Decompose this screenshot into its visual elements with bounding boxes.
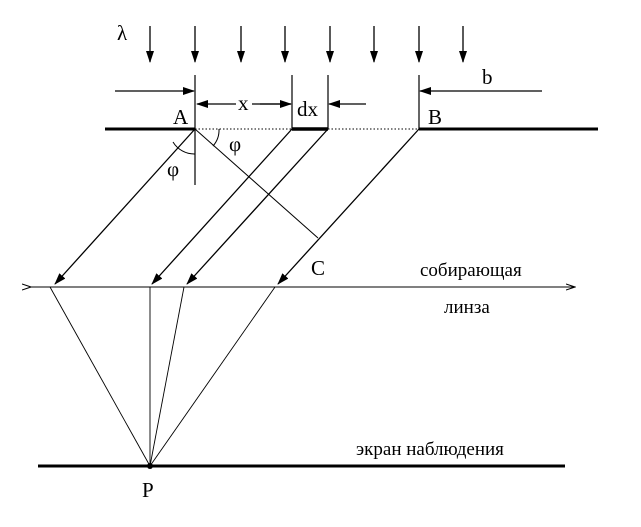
- incident-light-arrows: [146, 26, 467, 63]
- diffracted-rays: [54, 128, 420, 285]
- label-A: A: [173, 105, 189, 129]
- dimension-markers: [194, 75, 420, 185]
- ray-from-x: [151, 128, 293, 285]
- label-P: P: [142, 478, 154, 502]
- converging-rays: [49, 286, 276, 467]
- point-P: [147, 463, 153, 469]
- angle-arc-left: [172, 141, 196, 155]
- label-C: C: [311, 256, 325, 280]
- angle-arc-right: [212, 128, 220, 147]
- label-b: b: [482, 65, 493, 89]
- ray-from-B: [277, 128, 420, 285]
- dimension-arrows: [115, 87, 542, 108]
- converging-ray: [149, 286, 185, 467]
- label-B: B: [428, 105, 442, 129]
- ray-from-A: [54, 128, 196, 285]
- label-phi-right: φ: [229, 132, 241, 156]
- label-dx: dx: [297, 97, 319, 121]
- label-lambda: λ: [117, 21, 128, 45]
- ray-from-dx: [186, 128, 329, 285]
- label-phi-left: φ: [167, 157, 179, 181]
- screen-label: экран наблюдения: [356, 439, 504, 460]
- lens-label-line1: собирающая: [420, 260, 522, 281]
- converging-ray: [49, 286, 151, 467]
- converging-ray: [149, 286, 276, 467]
- path-difference-line-AC: [194, 128, 319, 239]
- lens-label-line2: линза: [444, 297, 490, 318]
- label-x: x: [238, 91, 249, 115]
